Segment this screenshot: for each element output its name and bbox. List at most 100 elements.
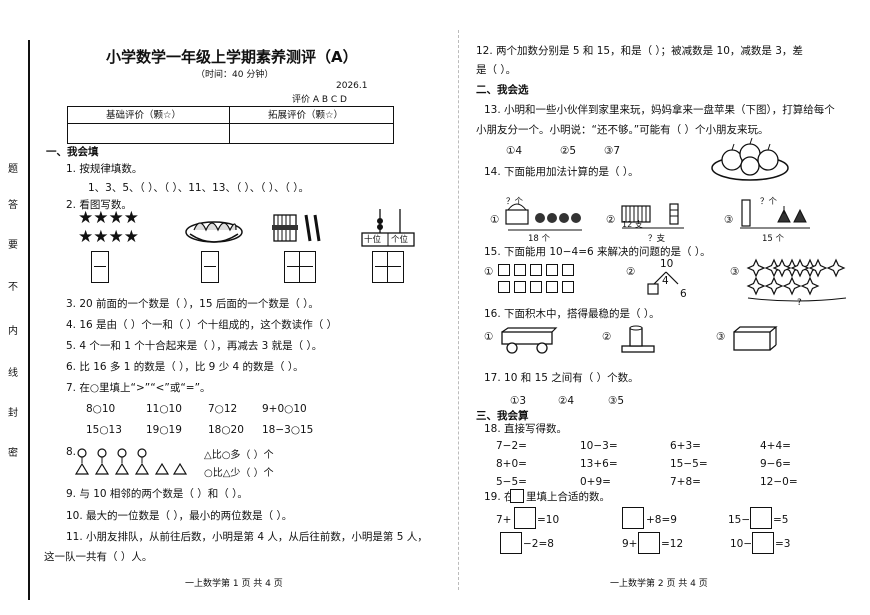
block-car-icon (501, 327, 558, 354)
blank-box[interactable] (510, 489, 524, 503)
q19-b: 里填上合适的数。 (526, 491, 610, 503)
sticks-bundle-icon (272, 214, 321, 242)
answer-box[interactable] (201, 251, 219, 283)
year-label: 2026.1 (336, 81, 368, 91)
basket-fruit-icon (505, 203, 582, 231)
option-1[interactable]: ① (484, 331, 494, 343)
calc-item[interactable]: 6+3= (670, 440, 701, 452)
calc-item[interactable]: 12−0= (760, 476, 798, 488)
option-3[interactable]: ③ (724, 214, 734, 226)
compare-item[interactable]: 15○13 (86, 424, 122, 436)
option-2[interactable]: ② (602, 331, 612, 343)
time-note: （时间：40 分钟） (196, 70, 274, 80)
q6: 6. 比 16 多 1 的数是（ ），比 9 少 4 的数是（ ）。 (66, 361, 304, 373)
option[interactable]: ②5 (560, 145, 577, 157)
block-stack-icon (733, 326, 778, 351)
option-3[interactable]: ③ (730, 266, 740, 278)
option-1[interactable]: ① (484, 266, 494, 278)
evaluation-table: 基础评价（颗☆） 拓展评价（颗☆） (67, 106, 394, 144)
q19-term: −2=8 (523, 538, 554, 550)
calc-item[interactable]: 4+4= (760, 440, 791, 452)
option-3[interactable]: ③ (716, 331, 726, 343)
page-divider (458, 30, 459, 590)
option-2[interactable]: ② (606, 214, 616, 226)
answer-box[interactable] (752, 532, 774, 554)
q19: 19. 在 (484, 491, 515, 503)
star-shape (826, 258, 846, 278)
option[interactable]: ③5 (608, 395, 625, 407)
compare-item[interactable]: 18○20 (208, 424, 244, 436)
answer-box[interactable] (91, 251, 109, 283)
option[interactable]: ③7 (604, 145, 621, 157)
q11: 11. 小朋友排队，从前往后数，小明是第 4 人，从后往前数，小明是第 5 人， (66, 531, 428, 543)
compare-item[interactable]: 8○10 (86, 403, 116, 415)
q19-term: +8=9 (646, 514, 677, 526)
compare-item[interactable]: 18−3○15 (262, 424, 314, 436)
calc-item[interactable]: 9−6= (760, 458, 791, 470)
calc-item[interactable]: 10−3= (580, 440, 618, 452)
side-label: 封 (8, 408, 18, 419)
star-shape (808, 258, 828, 278)
q15: 15. 下面能用 10−4=6 来解决的问题的是（ ）。 (484, 246, 711, 258)
dumpling-bowl-icon (185, 221, 243, 243)
q5: 5. 4 个一和 1 个十合起来是（ ），再减去 3 就是（ ）。 (66, 340, 323, 352)
option-2[interactable]: ② (626, 266, 636, 278)
q13-b: 小朋友分一个。小明说：“还不够。”可能有（ ）个小朋友来玩。 (476, 124, 769, 136)
page-footer: 一上数学第 2 页 共 4 页 (610, 579, 708, 589)
option[interactable]: ②4 (558, 395, 575, 407)
calc-item[interactable]: 7+8= (670, 476, 701, 488)
q15-question-mark: ? (797, 298, 802, 308)
answer-box[interactable] (638, 532, 660, 554)
compare-item[interactable]: 19○19 (146, 424, 182, 436)
q8-a: △比○多（ ）个 (204, 450, 274, 461)
q1-sequence: 1、3、5、（ ）、（ ）、11、13、（ ）、（ ）、（ ）。 (88, 182, 309, 194)
q14-label: 18 个 (528, 234, 551, 244)
star-shape (746, 258, 766, 278)
compare-item[interactable]: 11○10 (146, 403, 182, 415)
option-1[interactable]: ① (490, 214, 500, 226)
star-shape (790, 258, 810, 278)
block-pillar-icon (621, 325, 655, 353)
calc-item[interactable]: 15−5= (670, 458, 708, 470)
q11-b: 这一队一共有（ ）人。 (44, 551, 153, 563)
calc-item[interactable]: 13+6= (580, 458, 618, 470)
q9: 9. 与 10 相邻的两个数是（ ）和（ ）。 (66, 488, 248, 500)
q12-b: 是（ ）。 (476, 64, 517, 76)
calc-item[interactable]: 5−5= (496, 476, 527, 488)
compare-item[interactable]: 7○12 (208, 403, 238, 415)
q14-label: ？个 (760, 197, 778, 207)
calc-item[interactable]: 8+0= (496, 458, 527, 470)
q19-term: 15− (728, 514, 751, 526)
option[interactable]: ①4 (506, 145, 523, 157)
brace-line (747, 297, 847, 302)
page-title: 小学数学一年级上学期素养测评（A） (106, 48, 358, 66)
calc-item[interactable]: 0+9= (580, 476, 611, 488)
star-shape (800, 276, 820, 296)
section-heading: 一、我会填 (46, 146, 99, 158)
shapes-row-icon (74, 448, 188, 475)
answer-box[interactable] (622, 507, 644, 529)
q14-label: ？支 (648, 234, 666, 244)
calc-item[interactable]: 7−2= (496, 440, 527, 452)
q13: 13. 小明和一些小伙伴到家里来玩，妈妈拿来一盘苹果（下图），打算给每个 (484, 104, 835, 116)
q17: 17. 10 和 15 之间有（ ）个数。 (484, 372, 639, 384)
answer-box[interactable] (750, 507, 772, 529)
abacus-icon (361, 209, 415, 247)
page-footer: 一上数学第 1 页 共 4 页 (185, 579, 283, 589)
q19-term: =3 (775, 538, 791, 550)
table-col1: 基础评价（颗☆） (106, 110, 182, 121)
side-label: 要 (8, 240, 18, 251)
answer-box[interactable] (372, 251, 404, 283)
q19-term: =12 (661, 538, 684, 550)
tree-top: 10 (660, 258, 674, 270)
option[interactable]: ①3 (510, 395, 527, 407)
compare-item[interactable]: 9+0○10 (262, 403, 307, 415)
q18: 18. 直接写得数。 (484, 423, 568, 435)
answer-box[interactable] (284, 251, 316, 283)
answer-box[interactable] (500, 532, 522, 554)
place-ten: 十位 (364, 235, 382, 245)
q16: 16. 下面积木中，搭得最稳的是（ ）。 (484, 308, 660, 320)
q19-term: 7+ (496, 514, 512, 526)
grade-line: 评价 A B C D (292, 95, 347, 105)
answer-box[interactable] (514, 507, 536, 529)
